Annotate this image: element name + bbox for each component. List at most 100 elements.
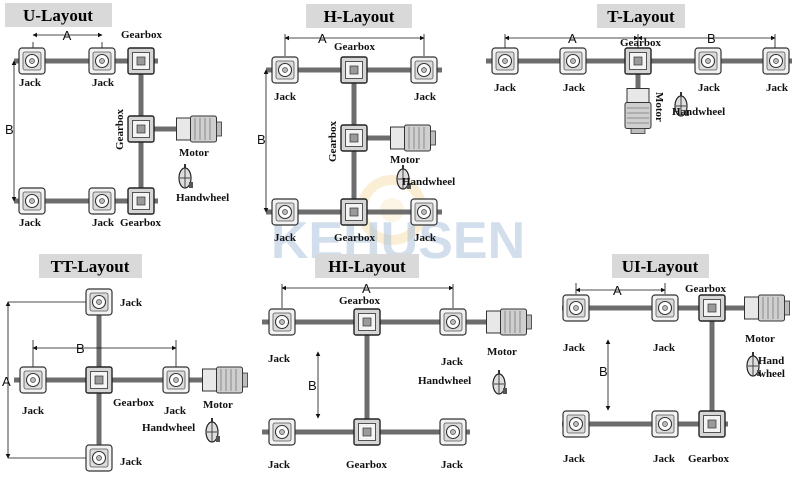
hi-jack-1 bbox=[268, 308, 296, 336]
ui-label-hand: Hand bbox=[758, 355, 784, 367]
hi-label-motor: Motor bbox=[487, 346, 517, 358]
h-gearbox-top bbox=[340, 56, 368, 84]
tt-motor bbox=[202, 366, 248, 394]
u-gearbox-bottom bbox=[127, 187, 155, 215]
ui-layout: UI-Layout A B Gearbox Jack Jack Motor Ha… bbox=[562, 254, 790, 465]
ui-label-jack-1: Jack bbox=[563, 342, 586, 354]
ui-dim-a: A bbox=[613, 283, 622, 298]
tt-label-jack-top: Jack bbox=[120, 297, 143, 309]
ui-jack-4 bbox=[651, 410, 679, 438]
t-layout-title: T-Layout bbox=[607, 7, 675, 26]
u-gearbox-mid bbox=[127, 115, 155, 143]
ui-layout-title: UI-Layout bbox=[622, 257, 699, 276]
tt-gearbox bbox=[85, 366, 113, 394]
ui-label-gearbox-top: Gearbox bbox=[685, 283, 726, 295]
h-layout: H-Layout A B Gearbox Jack Jack Gearbox M… bbox=[257, 4, 455, 244]
h-label-handwheel: Handwheel bbox=[402, 176, 455, 188]
tt-jack-top bbox=[85, 288, 113, 316]
t-jack-4 bbox=[762, 47, 790, 75]
t-jack-1 bbox=[491, 47, 519, 75]
tt-layout-title: TT-Layout bbox=[51, 257, 130, 276]
hi-layout-title-box bbox=[315, 254, 419, 278]
u-jack-3 bbox=[18, 187, 46, 215]
hi-dim-a: A bbox=[362, 281, 371, 296]
t-label-jack-1: Jack bbox=[494, 82, 517, 94]
h-label-gearbox-top: Gearbox bbox=[334, 41, 375, 53]
u-jack-1 bbox=[18, 47, 46, 75]
h-dim-a: A bbox=[318, 31, 327, 46]
tt-label-handwheel: Handwheel bbox=[142, 422, 195, 434]
hi-dim-b: B bbox=[308, 378, 317, 393]
hi-gearbox-bottom bbox=[353, 418, 381, 446]
u-layout: U-Layout A B Gearbox Jack Jack Gearbox M… bbox=[5, 3, 229, 229]
h-label-gearbox-bottom: Gearbox bbox=[334, 232, 375, 244]
hi-motor bbox=[486, 308, 532, 336]
u-jack-4 bbox=[88, 187, 116, 215]
hi-label-gearbox-top: Gearbox bbox=[339, 295, 380, 307]
ui-layout-title-box bbox=[612, 254, 709, 278]
h-motor bbox=[390, 124, 436, 152]
ui-label-jack-4: Jack bbox=[653, 453, 676, 465]
u-layout-title-box bbox=[5, 3, 112, 27]
t-gearbox bbox=[624, 47, 652, 75]
tt-jack-bottom bbox=[85, 444, 113, 472]
tt-layout: TT-Layout A B Jack Jack Gearbox Jack Mot… bbox=[2, 254, 248, 472]
ui-label-motor: Motor bbox=[745, 333, 775, 345]
h-layout-title: H-Layout bbox=[324, 7, 395, 26]
h-label-jack-4: Jack bbox=[414, 232, 437, 244]
t-jack-2 bbox=[559, 47, 587, 75]
hi-label-jack-3: Jack bbox=[268, 459, 291, 471]
hi-layout-title: HI-Layout bbox=[328, 257, 406, 276]
t-motor bbox=[624, 88, 652, 134]
h-gearbox-mid bbox=[340, 124, 368, 152]
ui-jack-3 bbox=[562, 410, 590, 438]
tt-jack-right bbox=[162, 366, 190, 394]
ui-label-wheel: wheel bbox=[758, 368, 785, 380]
u-handwheel-icon bbox=[178, 164, 194, 189]
hi-label-handwheel: Handwheel bbox=[418, 375, 471, 387]
u-label-gearbox-top: Gearbox bbox=[121, 29, 162, 41]
h-label-jack-1: Jack bbox=[274, 91, 297, 103]
tt-label-motor: Motor bbox=[203, 399, 233, 411]
u-label-jack-3: Jack bbox=[19, 217, 42, 229]
t-dim-a: A bbox=[568, 31, 577, 46]
tt-dim-b: B bbox=[76, 341, 85, 356]
u-label-jack-4: Jack bbox=[92, 217, 115, 229]
h-layout-title-box bbox=[306, 4, 412, 28]
hi-handwheel-icon bbox=[492, 370, 508, 395]
hi-layout: HI-Layout A B Gearbox Jack Jack Motor Ha… bbox=[262, 254, 532, 471]
hi-label-jack-4: Jack bbox=[441, 459, 464, 471]
h-label-motor: Motor bbox=[390, 154, 420, 166]
h-jack-2 bbox=[410, 56, 438, 84]
hi-gearbox-top bbox=[353, 308, 381, 336]
t-label-gearbox: Gearbox bbox=[620, 37, 661, 49]
h-label-jack-2: Jack bbox=[414, 91, 437, 103]
t-layout: T-Layout A B Gearbox Jack Jack Jack Jack… bbox=[486, 4, 792, 134]
h-jack-1 bbox=[271, 56, 299, 84]
u-dim-b: B bbox=[5, 122, 14, 137]
hi-jack-2 bbox=[439, 308, 467, 336]
u-label-motor: Motor bbox=[179, 147, 209, 159]
t-label-jack-3: Jack bbox=[698, 82, 721, 94]
t-label-handwheel: Handwheel bbox=[672, 106, 725, 118]
hi-label-gearbox-bottom: Gearbox bbox=[346, 459, 387, 471]
h-dim-b: B bbox=[257, 132, 266, 147]
u-label-handwheel: Handwheel bbox=[176, 192, 229, 204]
h-label-jack-3: Jack bbox=[274, 232, 297, 244]
tt-label-jack-left: Jack bbox=[22, 405, 45, 417]
ui-gearbox-top bbox=[698, 294, 726, 322]
ui-gearbox-bottom bbox=[698, 410, 726, 438]
hi-label-jack-2: Jack bbox=[441, 356, 464, 368]
t-label-jack-2: Jack bbox=[563, 82, 586, 94]
u-label-gearbox-bottom: Gearbox bbox=[120, 217, 161, 229]
t-jack-3 bbox=[694, 47, 722, 75]
t-layout-title-box bbox=[597, 4, 685, 28]
h-label-gearbox-mid: Gearbox bbox=[327, 121, 339, 162]
u-label-jack-1: Jack bbox=[19, 77, 42, 89]
tt-dim-a: A bbox=[2, 374, 11, 389]
u-motor bbox=[176, 115, 222, 143]
ui-label-jack-2: Jack bbox=[653, 342, 676, 354]
t-label-jack-4: Jack bbox=[766, 82, 789, 94]
hi-jack-3 bbox=[268, 418, 296, 446]
ui-label-gearbox-bottom: Gearbox bbox=[688, 453, 729, 465]
